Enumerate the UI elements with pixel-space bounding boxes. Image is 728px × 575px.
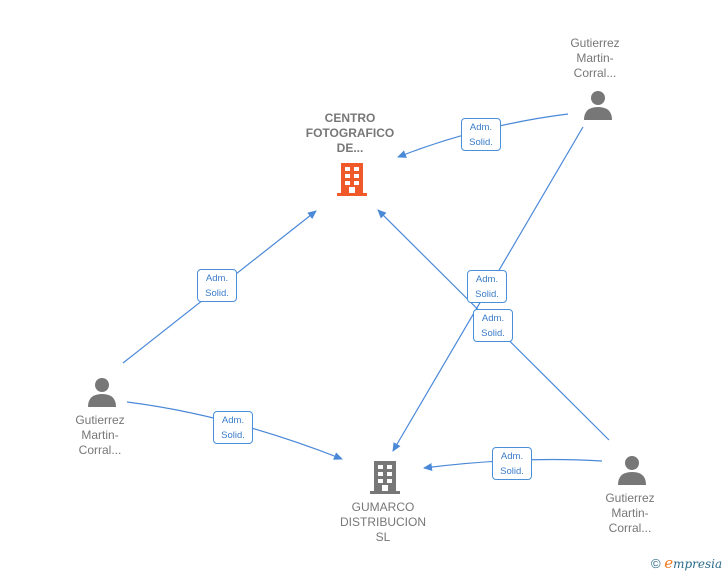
label-line: SL [375, 530, 391, 544]
empresia-logo[interactable]: © empresia [651, 554, 722, 572]
building-icon-orange[interactable] [336, 161, 368, 197]
label-line: Solid. [469, 137, 493, 148]
node-label-gumarco[interactable]: GUMARCO DISTRIBUCION SL [324, 500, 442, 545]
label-line: Martin- [81, 428, 119, 442]
edge-label-role[interactable]: Adm. Solid. [492, 447, 532, 480]
label-line: Gutierrez [605, 491, 655, 505]
label-line: DE... [336, 141, 364, 155]
label-line: Adm. [500, 451, 524, 462]
edge-label-role[interactable]: Adm. Solid. [461, 118, 501, 151]
label-line: Gutierrez [75, 413, 125, 427]
building-icon-gray[interactable] [369, 459, 401, 495]
label-line: Corral... [608, 521, 652, 535]
node-label-person-left[interactable]: Gutierrez Martin- Corral... [60, 413, 140, 458]
label-line: CENTRO [324, 111, 376, 125]
edge-label-role[interactable]: Adm. Solid. [213, 411, 253, 444]
label-line: FOTOGRAFICO [305, 126, 395, 140]
label-line: Adm. [481, 313, 505, 324]
label-line: Solid. [205, 288, 229, 299]
node-label-centro[interactable]: CENTRO FOTOGRAFICO DE... [292, 111, 408, 156]
label-line: Gutierrez [570, 36, 620, 50]
label-line: Adm. [475, 274, 499, 285]
edge-label-role[interactable]: Adm. Solid. [197, 269, 237, 302]
edge-label-role[interactable]: Adm. Solid. [473, 309, 513, 342]
label-line: Martin- [611, 506, 649, 520]
brand-name: mpresia [673, 557, 723, 571]
label-line: Solid. [475, 289, 499, 300]
person-icon[interactable] [617, 455, 647, 485]
label-line: Corral... [78, 443, 122, 457]
person-icon[interactable] [583, 90, 613, 120]
node-label-person-top[interactable]: Gutierrez Martin- Corral... [555, 36, 635, 81]
label-line: DISTRIBUCION [339, 515, 426, 529]
label-line: Adm. [221, 415, 245, 426]
brand-e: e [664, 554, 674, 572]
label-line: GUMARCO [351, 500, 415, 514]
label-line: Corral... [573, 66, 617, 80]
person-icon[interactable] [87, 377, 117, 407]
edge-label-role[interactable]: Adm. Solid. [467, 270, 507, 303]
label-line: Solid. [221, 430, 245, 441]
label-line: Martin- [576, 51, 614, 65]
label-line: Adm. [205, 273, 229, 284]
label-line: Adm. [469, 122, 493, 133]
label-line: Solid. [500, 466, 524, 477]
node-label-person-right[interactable]: Gutierrez Martin- Corral... [590, 491, 670, 536]
copyright-icon: © [651, 556, 661, 571]
label-line: Solid. [481, 328, 505, 339]
